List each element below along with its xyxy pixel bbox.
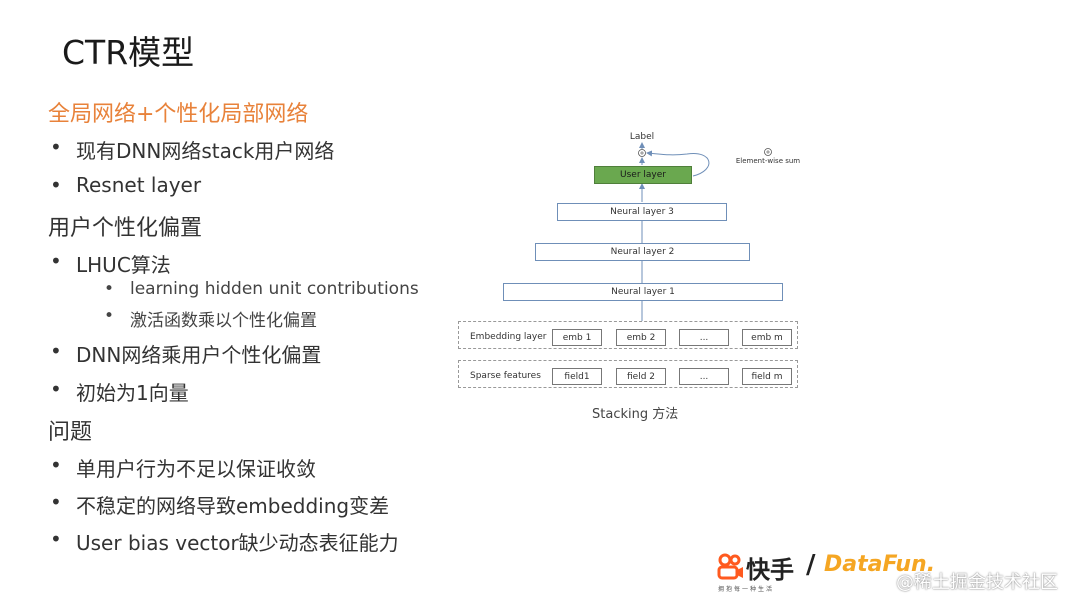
sparse-row-label: Sparse features <box>470 371 541 381</box>
neural-layer-1-box: Neural layer 1 <box>503 283 783 301</box>
footer-logos: 快手 拥抱每一种生活 / DataFun. @稀土掘金技术社区 <box>716 550 1080 608</box>
field-cell-m: field m <box>742 368 792 385</box>
legend-text: Element-wise sum <box>735 157 801 165</box>
neural-layer-3-box: Neural layer 3 <box>557 203 727 221</box>
field-cell-2: field 2 <box>616 368 666 385</box>
kuaishou-logo-text: 快手 <box>746 556 794 584</box>
bullet-lhuc: LHUC算法 <box>50 249 171 278</box>
neural-layer-2-box: Neural layer 2 <box>535 243 750 261</box>
bullet-converge: 单用户行为不足以保证收敛 <box>50 453 316 482</box>
kuaishou-logo-icon <box>717 553 743 580</box>
heading-user-bias: 用户个性化偏置 <box>48 216 203 241</box>
kuaishou-slogan: 拥抱每一种生活 <box>718 586 775 593</box>
slide-title: CTR模型 <box>62 33 195 72</box>
juejin-watermark: @稀土掘金技术社区 <box>896 572 1058 593</box>
emb-cell-1: emb 1 <box>552 329 602 346</box>
subbullet-learning: learning hidden unit contributions <box>104 279 419 299</box>
bullet-unstable: 不稳定的网络导致embedding变差 <box>50 490 389 519</box>
bullet-init: 初始为1向量 <box>50 377 189 406</box>
field-cell-ellipsis: ... <box>679 368 729 385</box>
bullet-resnet: Resnet layer <box>50 173 201 197</box>
emb-cell-2: emb 2 <box>616 329 666 346</box>
diagram-caption: Stacking 方法 <box>592 407 679 422</box>
heading-global-local: 全局网络+个性化局部网络 <box>48 102 309 127</box>
emb-cell-m: emb m <box>742 329 792 346</box>
datafun-logo-text: DataFun. <box>824 552 936 577</box>
logo-separator: / <box>806 550 816 580</box>
label-text: Label <box>629 132 655 142</box>
bullet-user-bias-vector: User bias vector缺少动态表征能力 <box>50 527 399 556</box>
emb-cell-ellipsis: ... <box>679 329 729 346</box>
bullet-dnn-bias: DNN网络乘用户个性化偏置 <box>50 339 321 368</box>
bullet-dnn-stack: 现有DNN网络stack用户网络 <box>50 135 334 164</box>
user-layer-box: User layer <box>594 166 692 184</box>
embedding-row <box>458 321 798 349</box>
embedding-row-label: Embedding layer <box>470 332 547 342</box>
field-cell-1: field1 <box>552 368 602 385</box>
stacking-diagram: Label Element-wise sum User layer Neural… <box>455 128 805 428</box>
heading-problems: 问题 <box>48 420 93 445</box>
sparse-row <box>458 360 798 388</box>
diagram-connectors <box>638 142 772 321</box>
subbullet-activation: 激活函数乘以个性化偏置 <box>104 306 317 331</box>
